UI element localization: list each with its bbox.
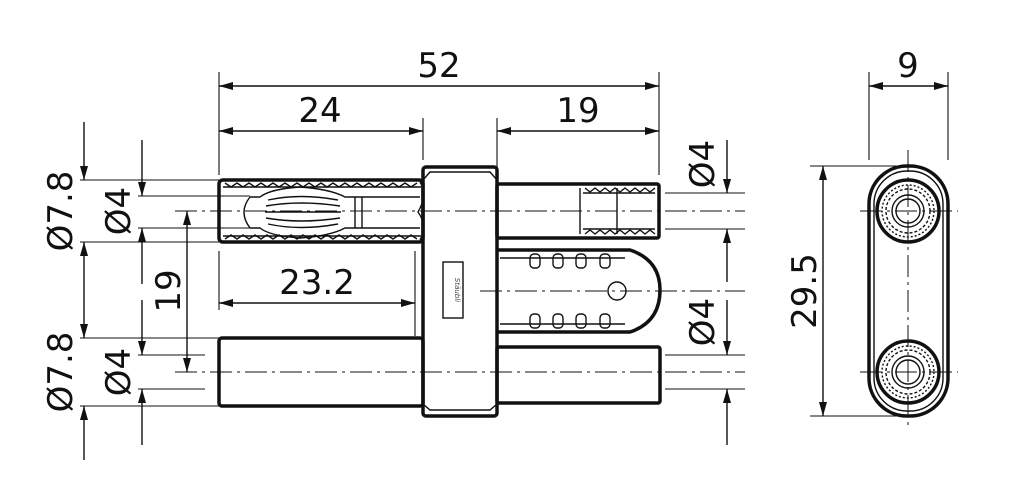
upper-banana-pin bbox=[250, 186, 420, 239]
lower-right-pin bbox=[495, 345, 662, 405]
brand-label bbox=[442, 261, 464, 319]
dim-outer-diameter-bottom: Ø7.8 bbox=[41, 332, 81, 413]
dim-overall-length: 52 bbox=[417, 46, 460, 86]
dim-pin-spacing: 19 bbox=[149, 269, 189, 312]
dim-outer-diameter-top: Ø7.8 bbox=[41, 171, 81, 252]
dim-right-pin-length: 19 bbox=[556, 91, 599, 131]
brand-logo: Stäubli bbox=[453, 278, 461, 302]
housing-top-chamfer bbox=[422, 171, 498, 181]
housing-bottom-chamfer bbox=[422, 403, 498, 411]
end-view: 29.5 9 bbox=[785, 46, 958, 430]
dim-inner-diameter-bottom: Ø4 bbox=[99, 348, 139, 396]
dim-lower-pin-length: 23.2 bbox=[279, 263, 355, 303]
dim-inner-diameter-top: Ø4 bbox=[99, 187, 139, 235]
side-view-dimensions: 52 24 19 23.2 Ø7.8 Ø4 19 Ø7.8 bbox=[41, 46, 745, 460]
dim-right-diameter-bottom: Ø4 bbox=[683, 298, 723, 346]
side-view: Stäubli bbox=[175, 165, 745, 418]
dim-end-view-height: 29.5 bbox=[785, 253, 825, 329]
dim-end-view-width: 9 bbox=[897, 46, 919, 86]
dim-left-pin-length: 24 bbox=[298, 91, 341, 131]
middle-right-spring-socket bbox=[497, 248, 662, 334]
dim-right-diameter-top: Ø4 bbox=[683, 140, 723, 188]
